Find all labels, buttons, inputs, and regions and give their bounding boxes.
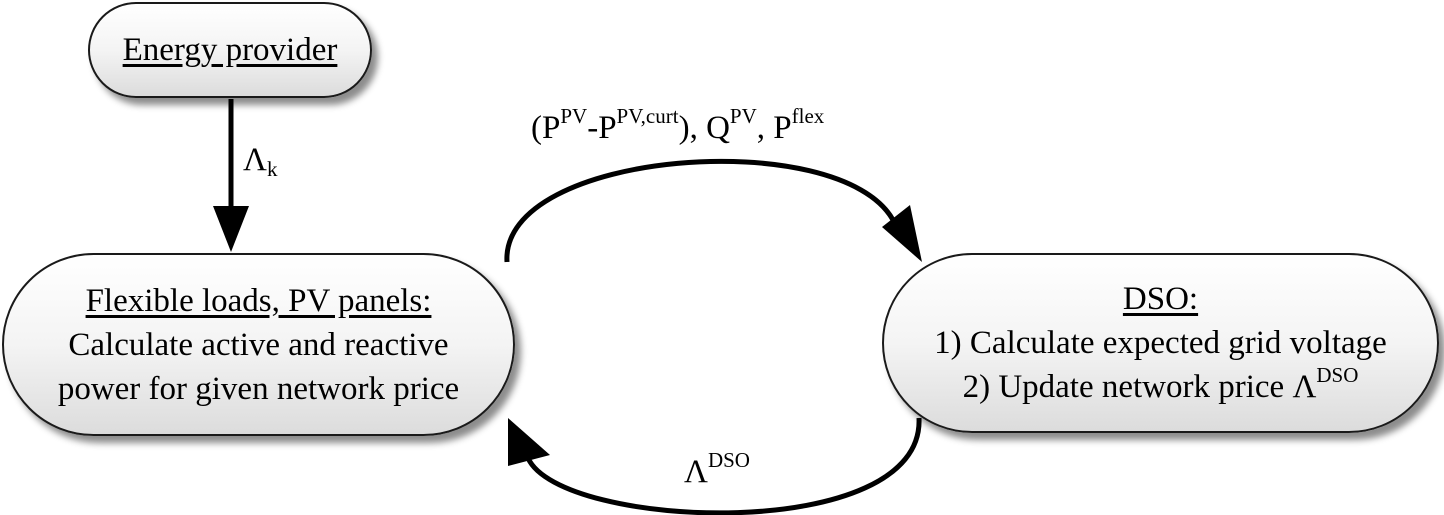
flexible-loads-title: Flexible loads, PV panels: — [85, 282, 432, 319]
dso-line-2: 2) Update network price ΛDSO — [963, 365, 1359, 409]
label-power-flows: (PPV-PPV,curt), QPV, Pflex — [531, 106, 824, 148]
dso-line-1: 1) Calculate expected grid voltage — [934, 325, 1387, 361]
dso-node: DSO: 1) Calculate expected grid voltage … — [882, 253, 1439, 433]
label-lambda-k: Λk — [243, 140, 277, 180]
flows-sup-pv-curt: PV,curt — [616, 104, 679, 128]
lambda-dso-superscript: DSO — [707, 448, 750, 472]
arrowhead-flex-to-dso — [882, 205, 922, 262]
flows-sup-flex: flex — [791, 104, 825, 128]
flows-sep: , P — [756, 110, 792, 146]
arrowhead-dso-to-flex — [508, 418, 550, 466]
flows-open: (P — [531, 110, 561, 146]
energy-provider-title: Energy provider — [122, 32, 338, 68]
lambda-dso-symbol: Λ — [684, 454, 708, 490]
flows-sup-pv: PV — [560, 104, 588, 128]
label-lambda-dso: ΛDSO — [684, 450, 750, 492]
arrow-dso-to-flex — [525, 417, 922, 515]
arrowhead-provider-to-flex — [213, 206, 249, 252]
dso-line-2-sup: DSO — [1316, 363, 1359, 387]
energy-provider-node: Energy provider — [88, 2, 372, 98]
lambda-k-symbol: Λ — [243, 142, 267, 178]
dso-title: DSO: — [1122, 281, 1199, 317]
arrow-flex-to-dso — [504, 158, 896, 263]
lambda-k-subscript: k — [266, 157, 278, 181]
flows-mid: ), Q — [678, 110, 730, 146]
flexible-loads-line-2: power for given network price — [57, 370, 460, 407]
flexible-loads-node: Flexible loads, PV panels: Calculate act… — [2, 253, 515, 436]
flows-sup-q-pv: PV — [729, 104, 757, 128]
flows-dash: -P — [587, 110, 617, 146]
flexible-loads-line-1: Calculate active and reactive — [68, 326, 449, 363]
dso-line-2-text: 2) Update network price Λ — [962, 369, 1317, 405]
